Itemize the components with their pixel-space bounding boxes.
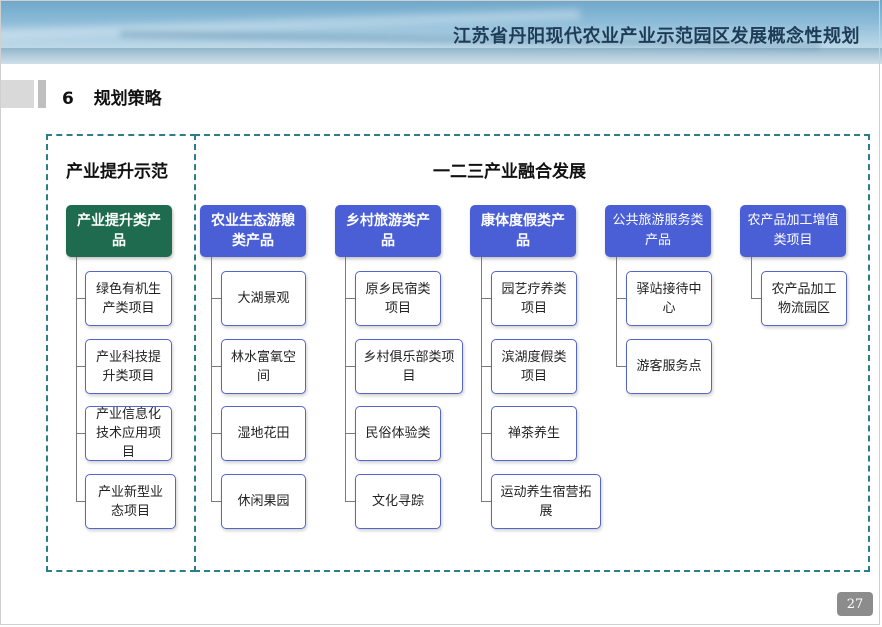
category-wellness-resort: 康体度假类产品 [470,205,576,257]
connector-branch [211,366,221,367]
connector-trunk [751,257,752,298]
document-title: 江苏省丹阳现代农业产业示范园区发展概念性规划 [453,26,860,47]
item-visitor-service: 游客服务点 [626,339,712,394]
section-title: 6 规划策略 [62,84,162,109]
connector-branch [481,501,491,502]
item-processing-logistics-park: 农产品加工物流园区 [761,271,847,326]
item-leisure-orchard: 休闲果园 [221,474,306,529]
left-region-title: 产业提升示范 [66,162,168,182]
item-tech-upgrade: 产业科技提升类项目 [85,339,172,394]
item-forest-oxygen: 林水富氧空间 [221,339,306,394]
page-number: 27 [837,592,873,616]
header-banner: 江苏省丹阳现代农业产业示范园区发展概念性规划 [0,0,882,64]
industry-integration-region [194,134,870,572]
connector-branch [345,501,355,502]
right-region-title: 一二三产业融合发展 [433,162,586,182]
connector-trunk [345,257,346,501]
connector-branch [345,298,355,299]
connector-branch [481,433,491,434]
section-name: 规划策略 [93,89,162,109]
industry-upgrade-region [46,134,196,572]
item-station-reception: 驿站接待中心 [626,271,712,326]
item-informatization: 产业信息化技术应用项目 [85,406,172,461]
banner-shoreline [0,48,882,64]
item-green-organic: 绿色有机生产类项目 [85,271,172,326]
category-eco-recreation: 农业生态游憩类产品 [200,205,306,257]
category-public-tourism-service: 公共旅游服务类产品 [605,205,711,257]
category-rural-tourism: 乡村旅游类产品 [335,205,441,257]
connector-branch [481,366,491,367]
connector-branch [345,433,355,434]
connector-branch [211,501,221,502]
item-homestay: 原乡民宿类项目 [355,271,441,326]
item-country-club: 乡村俱乐部类项目 [355,339,463,394]
item-horticulture-therapy: 园艺疗养类项目 [491,271,577,326]
item-folk-experience: 民俗体验类 [355,406,441,461]
connector-trunk [76,257,77,501]
category-industry-upgrade: 产业提升类产品 [66,205,172,257]
item-culture-trace: 文化寻踪 [355,474,441,529]
connector-branch [76,433,85,434]
connector-branch [616,366,626,367]
connector-trunk [616,257,617,366]
item-lake-view: 大湖景观 [221,271,306,326]
connector-branch [616,298,626,299]
category-agri-processing: 农产品加工增值类项目 [740,205,846,257]
connector-branch [211,298,221,299]
item-wetland-flowers: 湿地花田 [221,406,306,461]
connector-branch [211,433,221,434]
connector-trunk [211,257,212,501]
connector-trunk [481,257,482,501]
section-marker-accent [38,80,46,108]
section-number: 6 [62,89,74,109]
connector-branch [481,298,491,299]
item-new-business: 产业新型业态项目 [85,474,176,529]
connector-branch [751,298,761,299]
item-lakeside-resort: 滨湖度假类项目 [491,339,577,394]
connector-branch [76,501,85,502]
item-zen-tea: 禅茶养生 [491,406,577,461]
connector-branch [345,366,355,367]
connector-branch [76,298,85,299]
item-sports-camping: 运动养生宿营拓展 [491,474,601,529]
section-marker-bar [0,80,34,108]
connector-branch [76,366,85,367]
